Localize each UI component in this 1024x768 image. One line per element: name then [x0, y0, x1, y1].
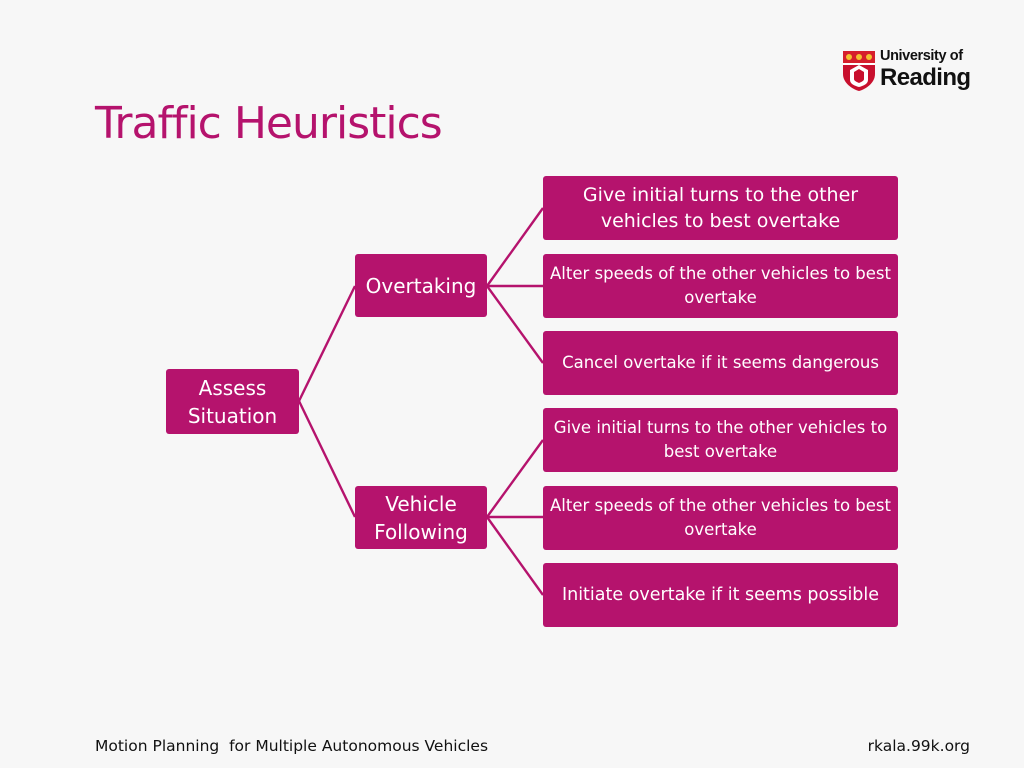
- shield-icon: [843, 51, 875, 91]
- connector-overtaking-leaf-1: [486, 207, 544, 287]
- connector-root-overtaking: [297, 285, 357, 402]
- node-following-leaf-give-turns: Give initial turns to the other vehicles…: [543, 408, 898, 472]
- logo-text-line2: Reading: [880, 64, 971, 91]
- node-overtaking-leaf-alter-speeds: Alter speeds of the other vehicles to be…: [543, 254, 898, 318]
- logo-text-line1: University of: [880, 48, 963, 64]
- connector-following-leaf-1: [486, 439, 544, 518]
- footer-course-title: Motion Planning for Multiple Autonomous …: [95, 737, 489, 755]
- node-following-leaf-initiate: Initiate overtake if it seems possible: [543, 563, 898, 627]
- connector-overtaking-leaf-3: [486, 285, 544, 364]
- logo-wordmark: University of Reading: [880, 48, 978, 91]
- node-overtaking-leaf-give-turns: Give initial turns to the other vehicles…: [543, 176, 898, 240]
- slide-title: Traffic Heuristics: [95, 98, 443, 149]
- node-overtaking: Overtaking: [355, 254, 487, 317]
- connector-root-following: [297, 400, 357, 518]
- node-assess-situation: Assess Situation: [166, 369, 299, 434]
- footer-website: rkala.99k.org: [867, 737, 970, 755]
- university-logo: University of Reading: [842, 48, 978, 94]
- connector-following-leaf-3: [486, 516, 544, 596]
- node-overtaking-leaf-cancel: Cancel overtake if it seems dangerous: [543, 331, 898, 395]
- node-vehicle-following: Vehicle Following: [355, 486, 487, 549]
- node-following-leaf-alter-speeds: Alter speeds of the other vehicles to be…: [543, 486, 898, 550]
